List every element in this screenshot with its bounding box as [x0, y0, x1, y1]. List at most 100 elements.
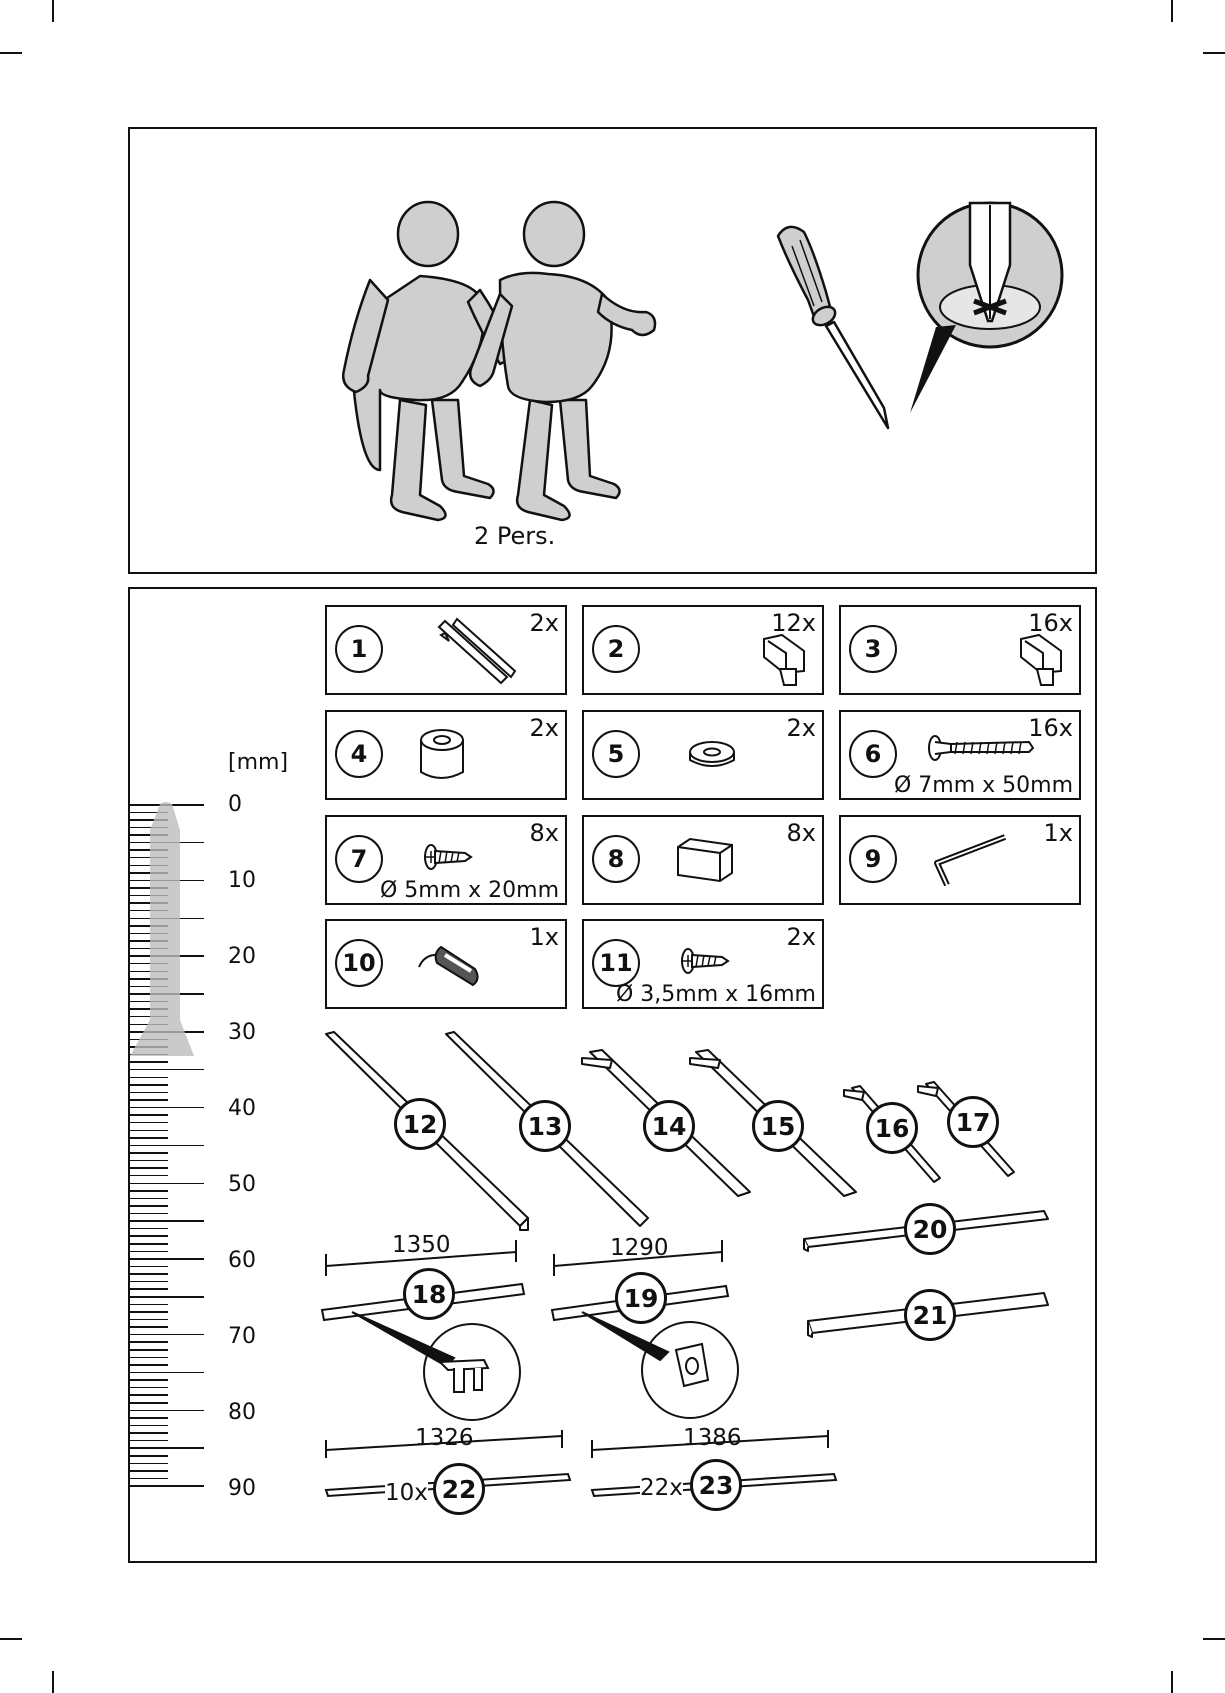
two-persons-icon — [340, 190, 670, 520]
crop-mark — [1171, 1671, 1173, 1693]
screw-silhouette-icon — [130, 800, 200, 1060]
ruler-minor-tick — [130, 1432, 168, 1434]
ruler-label-20: 20 — [228, 944, 256, 969]
ruler-minor-tick — [130, 1349, 168, 1351]
belt-icon — [415, 929, 555, 1003]
part-number: 8 — [592, 835, 640, 883]
part-badge-19: 19 — [615, 1272, 667, 1324]
bolt-icon — [921, 720, 1061, 794]
ruler-minor-tick — [130, 1198, 168, 1200]
part-badge-20: 20 — [904, 1203, 956, 1255]
part-badge-14: 14 — [643, 1100, 695, 1152]
rail-19-drawing — [550, 1240, 760, 1420]
end-cap-icon — [672, 825, 812, 899]
ruler-minor-tick — [130, 1379, 168, 1381]
part-badge-16: 16 — [866, 1102, 918, 1154]
crop-mark — [52, 0, 54, 22]
part-number: 1 — [335, 625, 383, 673]
ruler-minor-tick — [130, 1137, 168, 1139]
part-badge-21: 21 — [904, 1289, 956, 1341]
ruler-minor-tick — [130, 1167, 168, 1169]
part-box-10: 10 1x — [325, 919, 567, 1009]
washer-icon — [672, 720, 812, 794]
part-number: 5 — [592, 730, 640, 778]
part-number: 6 — [849, 730, 897, 778]
ruler-label-30: 30 — [228, 1020, 256, 1045]
crop-mark — [0, 1638, 22, 1640]
ruler-label-40: 40 — [228, 1096, 256, 1121]
ruler-minor-tick — [130, 1243, 168, 1245]
ruler-minor-tick — [130, 1463, 168, 1465]
rail-length-19: 1290 — [610, 1235, 669, 1261]
bracket-clamp-icon — [415, 615, 555, 689]
part-box-6: 6 16x Ø 7mm x 50mm — [839, 710, 1081, 800]
ruler-minor-tick — [130, 1394, 168, 1396]
part-box-5: 5 2x — [582, 710, 824, 800]
ruler-minor-tick — [130, 1122, 168, 1124]
ruler-minor-tick — [130, 1145, 204, 1147]
ruler-major-tick — [130, 1258, 204, 1260]
ruler-minor-tick — [130, 1402, 168, 1404]
ruler-minor-tick — [130, 1092, 168, 1094]
part-box-8: 8 8x — [582, 815, 824, 905]
part-badge-23: 23 — [690, 1459, 742, 1511]
ruler-minor-tick — [130, 1160, 168, 1162]
ruler-minor-tick — [130, 1114, 168, 1116]
part-box-3: 3 16x — [839, 605, 1081, 695]
ruler-minor-tick — [130, 1213, 168, 1215]
slat-count-23: 22x — [640, 1475, 683, 1501]
people-caption: 2 Pers. — [474, 522, 555, 550]
ruler-minor-tick — [130, 1084, 168, 1086]
screw-icon — [672, 929, 812, 1003]
slat-length-22: 1326 — [415, 1425, 474, 1451]
ruler-minor-tick — [130, 1417, 168, 1419]
part-badge-17: 17 — [947, 1096, 999, 1148]
ruler-minor-tick — [130, 1304, 168, 1306]
ruler-minor-tick — [130, 1190, 168, 1192]
ruler-minor-tick — [130, 1251, 168, 1253]
ruler-minor-tick — [130, 1387, 168, 1389]
ruler-minor-tick — [130, 1175, 168, 1177]
ruler-minor-tick — [130, 1341, 168, 1343]
part-box-4: 4 2x — [325, 710, 567, 800]
ruler-minor-tick — [130, 1478, 168, 1480]
crop-mark — [1203, 52, 1225, 54]
ruler-minor-tick — [130, 1099, 168, 1101]
ruler-minor-tick — [130, 1273, 168, 1275]
ruler-minor-tick — [130, 1130, 168, 1132]
ruler-minor-tick — [130, 1152, 168, 1154]
ruler-minor-tick — [130, 1470, 168, 1472]
ruler-minor-tick — [130, 1077, 168, 1079]
ruler-label-80: 80 — [228, 1400, 256, 1425]
ruler-minor-tick — [130, 1357, 168, 1359]
part-badge-15: 15 — [752, 1100, 804, 1152]
part-badge-12: 12 — [394, 1098, 446, 1150]
ruler-minor-tick — [130, 1447, 204, 1449]
part-box-9: 9 1x — [839, 815, 1081, 905]
ruler-minor-tick — [130, 1440, 168, 1442]
ruler-label-70: 70 — [228, 1324, 256, 1349]
ruler-label-10: 10 — [228, 868, 256, 893]
ruler-label-0: 0 — [228, 792, 242, 817]
part-badge-22: 22 — [433, 1463, 485, 1515]
ruler-minor-tick — [130, 1364, 168, 1366]
ruler-minor-tick — [130, 1296, 204, 1298]
ruler-unit: [mm] — [228, 750, 288, 775]
ruler-minor-tick — [130, 1288, 168, 1290]
ruler-minor-tick — [130, 1266, 168, 1268]
part-box-1: 1 2x — [325, 605, 567, 695]
phillips-tip-detail-icon — [900, 195, 1070, 415]
part-badge-18: 18 — [403, 1268, 455, 1320]
ruler-minor-tick — [130, 1205, 168, 1207]
ruler-major-tick — [130, 1107, 204, 1109]
part-badge-13: 13 — [519, 1100, 571, 1152]
ruler-label-50: 50 — [228, 1172, 256, 1197]
slat-holder-icon — [672, 615, 812, 689]
spacer-icon — [415, 720, 555, 794]
ruler-minor-tick — [130, 1069, 204, 1071]
ruler-minor-tick — [130, 1061, 168, 1063]
slat-holder-icon — [929, 615, 1069, 689]
ruler-major-tick — [130, 1334, 204, 1336]
crop-mark — [52, 1671, 54, 1693]
slat-length-23: 1386 — [683, 1425, 742, 1451]
